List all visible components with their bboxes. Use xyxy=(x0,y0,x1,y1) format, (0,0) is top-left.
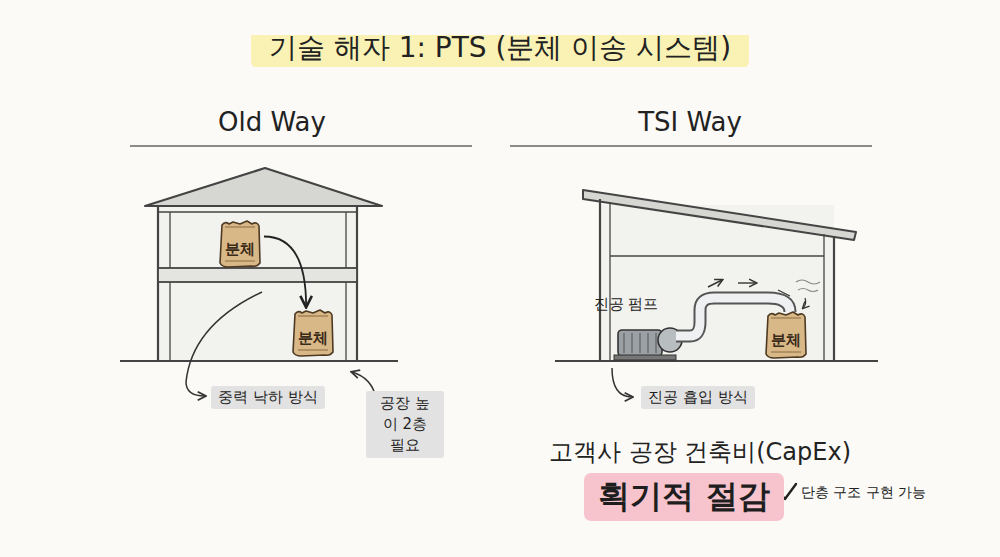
node-text: 공장 높이 2층 필요 xyxy=(380,394,430,454)
check-note: 단층 구조 구현 가능 xyxy=(801,484,926,502)
flow-arrow xyxy=(264,237,306,307)
label-patch: 중력 낙하 방식 xyxy=(211,386,325,409)
title: 기술 해자 1: PTS (분체 이송 시스템) xyxy=(251,27,749,69)
powder-bag: 분체 xyxy=(763,310,809,360)
node-text: 중력 낙하 방식 xyxy=(218,388,318,406)
highlight-box: 획기적 절감 xyxy=(584,473,783,521)
part-label: 진공 펌프 xyxy=(594,295,659,314)
powder-bag: 분체 xyxy=(290,308,336,358)
node-text: 분체 xyxy=(225,240,255,259)
column-header: TSI Way xyxy=(638,107,742,137)
powder-bag: 분체 xyxy=(217,219,263,269)
node-text: 분체 xyxy=(771,331,801,350)
label-patch: 공장 높이 2층 필요 xyxy=(366,391,444,458)
label-patch: 진공 흡입 방식 xyxy=(641,386,755,409)
column-header: Old Way xyxy=(218,107,326,137)
node-text: 분체 xyxy=(298,329,328,348)
node-text: 진공 흡입 방식 xyxy=(648,388,748,406)
node-text: 획기적 절감 xyxy=(598,477,769,515)
cost-heading: 고객사 공장 건축비(CapEx) xyxy=(549,436,851,468)
